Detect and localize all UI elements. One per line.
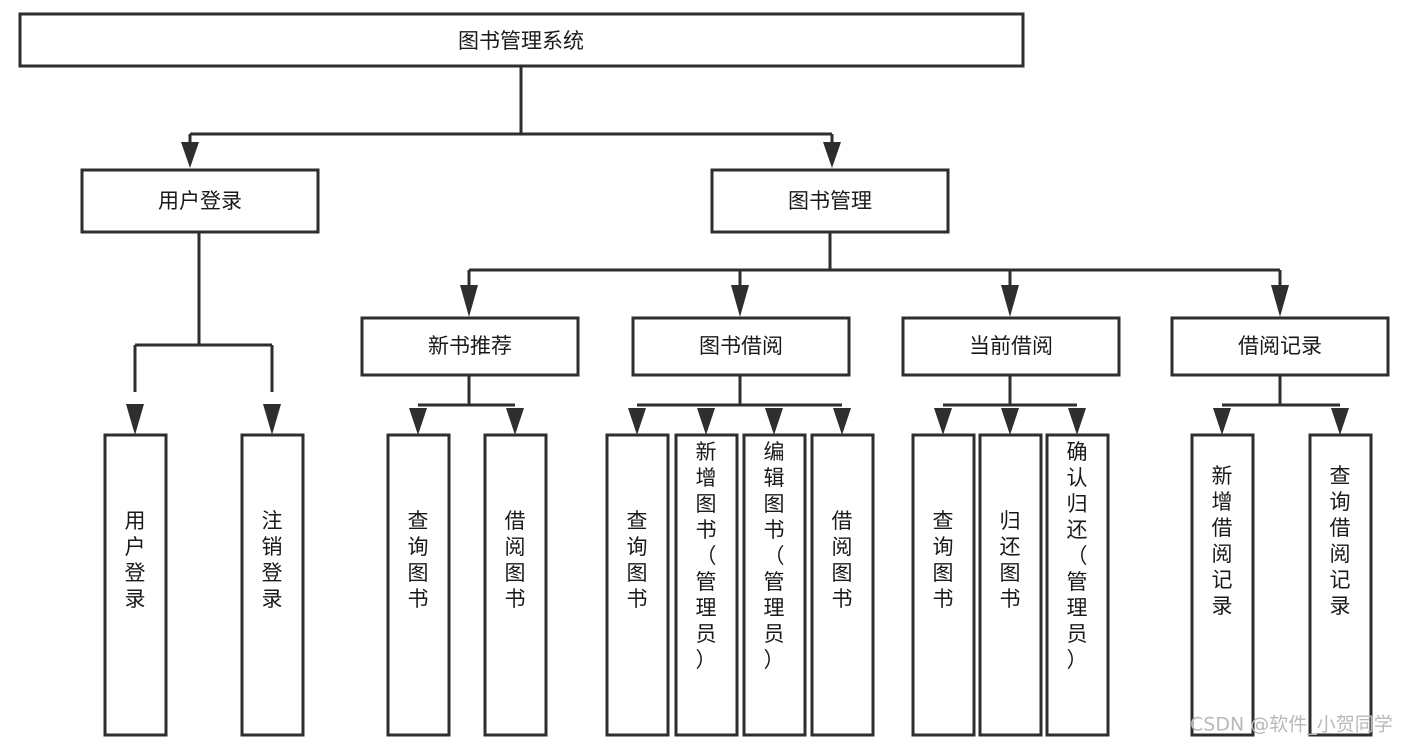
node-book-management[interactable]: 图书管理 xyxy=(710,168,950,234)
arrow-head-icon xyxy=(181,142,199,168)
leaf-box[interactable] xyxy=(978,433,1043,737)
arrow-head-icon xyxy=(1271,285,1289,317)
leaf-box[interactable] xyxy=(1308,433,1373,737)
leaf-box[interactable] xyxy=(674,433,739,737)
connector-bookmgmt-to-level3 xyxy=(460,232,1289,317)
leaf-borrowrecord-add-label: 新增借阅记录 xyxy=(1212,464,1233,618)
arrow-head-icon xyxy=(1001,285,1019,317)
node-root-box[interactable] xyxy=(18,12,1025,68)
node-current-borrow[interactable]: 当前借阅 xyxy=(901,316,1121,377)
leaf-box[interactable] xyxy=(742,433,807,737)
leaf-bookborrow-add[interactable]: 新增图书（管理员） xyxy=(674,433,739,737)
node-root-label: 图书管理系统 xyxy=(458,29,584,53)
node-borrow-record-label: 借阅记录 xyxy=(1238,334,1322,358)
node-current-borrow-box[interactable] xyxy=(901,316,1121,377)
arrow-head-icon xyxy=(934,408,952,435)
leaf-bookborrow-edit-label: 编辑图书（管理员） xyxy=(764,440,785,672)
leaf-currentborrow-confirm[interactable]: 确认归还（管理员） xyxy=(1045,433,1110,737)
leaf-newbook-borrow-label: 借阅图书 xyxy=(505,509,526,611)
arrow-head-icon xyxy=(628,408,646,435)
node-borrow-record-box[interactable] xyxy=(1170,316,1390,377)
arrow-head-icon xyxy=(1331,408,1349,435)
leaf-currentborrow-confirm-label: 确认归还（管理员） xyxy=(1067,440,1088,672)
leaf-bookborrow-borrow-label: 借阅图书 xyxy=(832,509,853,611)
arrow-head-icon xyxy=(1213,408,1231,435)
node-user-login-label: 用户登录 xyxy=(158,189,242,213)
connector-currentborrow-to-leaves xyxy=(934,375,1086,435)
leaf-bookborrow-borrow[interactable]: 借阅图书 xyxy=(810,433,875,737)
arrow-head-icon xyxy=(263,404,281,435)
leaf-box[interactable] xyxy=(810,433,875,737)
node-new-book-recommend-label: 新书推荐 xyxy=(428,334,512,358)
arrow-head-icon xyxy=(1068,408,1086,435)
leaf-user-login-signin[interactable]: 用户登录 xyxy=(103,433,168,737)
connector-newbook-to-leaves xyxy=(409,375,524,435)
leaf-user-login-signout-label: 注销登录 xyxy=(262,509,283,611)
leaf-bookborrow-edit[interactable]: 编辑图书（管理员） xyxy=(742,433,807,737)
node-user-login[interactable]: 用户登录 xyxy=(80,168,320,234)
leaf-bookborrow-add-label: 新增图书（管理员） xyxy=(696,440,717,672)
node-root[interactable]: 图书管理系统 xyxy=(18,12,1025,68)
arrow-head-icon xyxy=(506,408,524,435)
leaf-currentborrow-query-label: 查询图书 xyxy=(933,509,954,611)
leaf-currentborrow-return-label: 归还图书 xyxy=(1000,509,1021,611)
leaf-currentborrow-return[interactable]: 归还图书 xyxy=(978,433,1043,737)
leaf-borrowrecord-add[interactable]: 新增借阅记录 xyxy=(1190,433,1255,737)
node-book-borrow[interactable]: 图书借阅 xyxy=(631,316,851,377)
leaf-box[interactable] xyxy=(386,433,451,737)
arrow-head-icon xyxy=(697,408,715,435)
arrow-head-icon xyxy=(823,142,841,168)
node-book-borrow-box[interactable] xyxy=(631,316,851,377)
leaf-user-login-signin-label: 用户登录 xyxy=(125,509,146,611)
connector-root-to-level2 xyxy=(181,66,841,168)
node-new-book-recommend[interactable]: 新书推荐 xyxy=(360,316,580,377)
leaf-box[interactable] xyxy=(1190,433,1255,737)
node-current-borrow-label: 当前借阅 xyxy=(969,334,1053,358)
arrow-head-icon xyxy=(765,408,783,435)
leaf-newbook-query-label: 查询图书 xyxy=(408,509,429,611)
node-book-management-box[interactable] xyxy=(710,168,950,234)
arrow-head-icon xyxy=(731,285,749,317)
connector-userlogin-to-leaves xyxy=(126,232,281,435)
leaf-box[interactable] xyxy=(103,433,168,737)
arrow-head-icon xyxy=(460,285,478,317)
leaf-bookborrow-query-label: 查询图书 xyxy=(627,509,648,611)
leaf-borrowrecord-query[interactable]: 查询借阅记录 xyxy=(1308,433,1373,737)
leaf-box[interactable] xyxy=(240,433,305,737)
leaf-box[interactable] xyxy=(605,433,670,737)
connector-borrowrecord-to-leaves xyxy=(1213,375,1349,435)
node-user-login-box[interactable] xyxy=(80,168,320,234)
arrow-head-icon xyxy=(409,408,427,435)
leaf-currentborrow-query[interactable]: 查询图书 xyxy=(911,433,976,737)
leaf-bookborrow-query[interactable]: 查询图书 xyxy=(605,433,670,737)
arrow-head-icon xyxy=(126,404,144,435)
node-book-borrow-label: 图书借阅 xyxy=(699,334,783,358)
node-new-book-recommend-box[interactable] xyxy=(360,316,580,377)
leaf-box[interactable] xyxy=(483,433,548,737)
node-borrow-record[interactable]: 借阅记录 xyxy=(1170,316,1390,377)
leaf-box[interactable] xyxy=(911,433,976,737)
leaf-user-login-signout[interactable]: 注销登录 xyxy=(240,433,305,737)
arrow-head-icon xyxy=(833,408,851,435)
leaf-borrowrecord-query-label: 查询借阅记录 xyxy=(1330,464,1351,618)
connector-bookborrow-to-leaves xyxy=(628,375,851,435)
leaf-newbook-borrow[interactable]: 借阅图书 xyxy=(483,433,548,737)
arrow-head-icon xyxy=(1001,408,1019,435)
leaf-newbook-query[interactable]: 查询图书 xyxy=(386,433,451,737)
csdn-watermark: CSDN @软件_小贺同学 xyxy=(1190,714,1393,736)
leaf-box[interactable] xyxy=(1045,433,1110,737)
node-book-management-label: 图书管理 xyxy=(788,189,872,213)
